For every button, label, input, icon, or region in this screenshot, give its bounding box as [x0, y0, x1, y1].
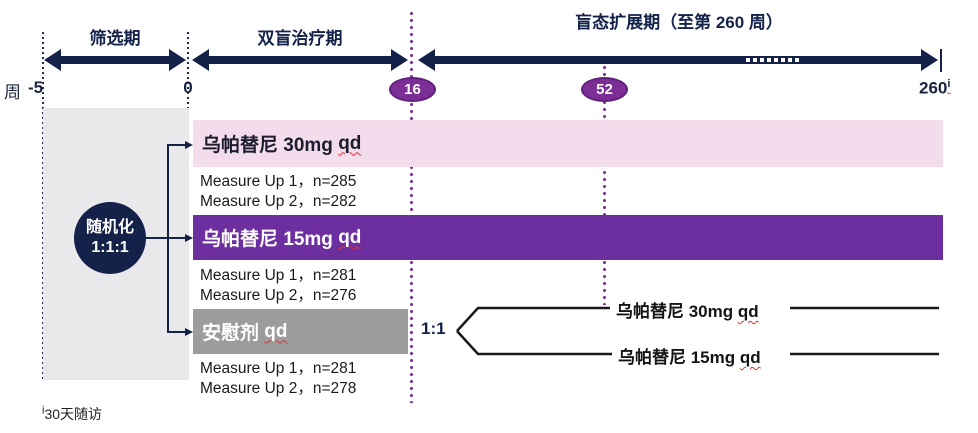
timeline-end-tick: [940, 49, 942, 72]
split-branch-15mg: 乌帕替尼 15mg qd: [618, 343, 761, 368]
arm-30mg-enrollment: Measure Up 1，n=285 Measure Up 2，n=282: [200, 172, 356, 212]
week-52-badge: 52: [581, 77, 628, 102]
arrow-right-head-icon: [169, 49, 186, 71]
arm-placebo-bar: 安慰剂 qd: [193, 309, 408, 354]
arm-15mg-enrollment: Measure Up 1，n=281 Measure Up 2，n=276: [200, 266, 356, 306]
measure-up-2-count: Measure Up 2，n=276: [200, 287, 357, 304]
connector-arm1: [167, 144, 186, 146]
timeline-continuation-dots: [746, 58, 802, 62]
branch-title: 乌帕替尼 30mg: [616, 302, 734, 321]
randomization-circle: 随机化 1:1:1: [74, 202, 146, 274]
week-260-number: 260: [919, 78, 948, 98]
screening-period-arrow: [44, 49, 186, 71]
arrow-shaft: [435, 56, 921, 64]
week-label-0: 0: [183, 78, 193, 97]
guide-line-week-16-lower: [410, 261, 413, 403]
arrow-shaft: [61, 56, 169, 64]
guide-line-week-52-lower: [603, 261, 606, 305]
measure-up-1-count: Measure Up 1，n=285: [200, 173, 357, 190]
phase-label-double-blind: 双盲治疗期: [257, 29, 343, 48]
guide-line-week-16-upper: [410, 12, 413, 215]
connector-arm3: [167, 331, 186, 333]
arrow-left-head-icon: [44, 49, 61, 71]
week-label-minus5: -5: [28, 78, 44, 97]
phase-label-screening: 筛选期: [89, 29, 141, 48]
week-axis-label: 周: [4, 83, 21, 102]
connector-circle-to-trunk: [146, 237, 168, 239]
arm-dose-frequency: qd: [264, 320, 288, 342]
phase-label-extension: 盲态扩展期（至第 260 周）: [575, 13, 783, 32]
branch-dose-frequency: qd: [737, 302, 759, 321]
footnote-text: 30天随访: [44, 406, 103, 422]
rerandomization-ratio: 1:1: [421, 319, 446, 338]
arrow-right-head-icon: [391, 49, 408, 71]
arrow-left-head-icon: [192, 49, 209, 71]
arm-placebo-enrollment: Measure Up 1，n=281 Measure Up 2，n=278: [200, 359, 356, 399]
arm-dose-frequency: qd: [338, 226, 362, 248]
arm-dose-frequency: qd: [338, 132, 362, 154]
extension-period-arrow: [418, 49, 938, 71]
week-260-footnote-marker: i: [947, 78, 951, 90]
connector-arm1-arrowhead-icon: [185, 141, 193, 149]
arm-title: 安慰剂: [202, 323, 260, 344]
branch-dose-frequency: qd: [739, 348, 761, 367]
measure-up-1-count: Measure Up 1，n=281: [200, 267, 357, 284]
connector-arm3-arrowhead-icon: [185, 328, 193, 336]
arrow-left-head-icon: [418, 49, 435, 71]
connector-arm2: [167, 237, 186, 239]
footnote-marker: i: [42, 404, 45, 417]
arrow-shaft: [209, 56, 391, 64]
double-blind-period-arrow: [192, 49, 408, 71]
week-16-badge: 16: [389, 77, 436, 102]
arm-title: 乌帕替尼 30mg: [202, 135, 333, 156]
arm-upadacitinib-15mg-bar: 乌帕替尼 15mg qd: [193, 215, 943, 260]
split-branch-30mg: 乌帕替尼 30mg qd: [616, 297, 759, 322]
arm-upadacitinib-30mg-bar: 乌帕替尼 30mg qd: [193, 120, 943, 167]
footnote-30-day-followup: i30天随访: [42, 404, 102, 424]
measure-up-2-count: Measure Up 2，n=278: [200, 380, 357, 397]
branch-title: 乌帕替尼 15mg: [618, 348, 736, 367]
arrow-right-head-icon: [921, 49, 938, 71]
measure-up-2-count: Measure Up 2，n=282: [200, 193, 357, 210]
week-label-260: 260i: [919, 78, 950, 99]
randomization-label: 随机化: [85, 219, 134, 236]
measure-up-1-count: Measure Up 1，n=281: [200, 360, 357, 377]
randomization-ratio: 1:1:1: [91, 239, 129, 256]
arm-title: 乌帕替尼 15mg: [202, 229, 333, 250]
connector-arm2-arrowhead-icon: [185, 234, 193, 242]
